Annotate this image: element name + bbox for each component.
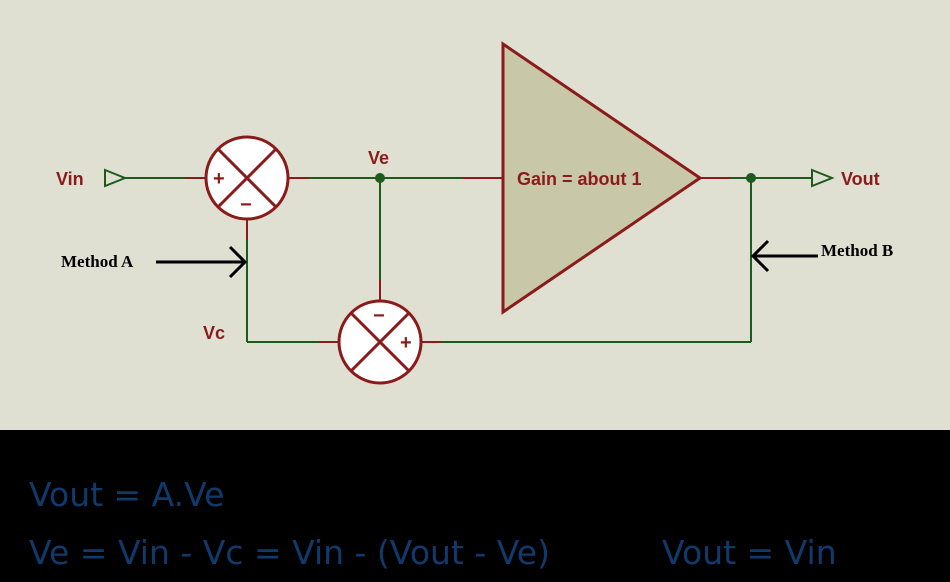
equation-ve: Ve = Vin - Vc = Vin - (Vout - Ve) bbox=[29, 533, 550, 572]
vout-port-icon bbox=[811, 168, 835, 188]
gain-label: Gain = about 1 bbox=[517, 169, 642, 189]
vc-label: Vc bbox=[203, 323, 225, 343]
vin-label: Vin bbox=[56, 169, 84, 189]
summer-bottom: − + bbox=[337, 299, 423, 385]
summer-bottom-plus-sign: + bbox=[400, 332, 412, 354]
method-arrows bbox=[156, 239, 818, 279]
summer-top-plus-sign: + bbox=[213, 168, 225, 190]
method-b-label: Method B bbox=[821, 241, 893, 260]
vout-label: Vout bbox=[841, 169, 880, 189]
method-a-label: Method A bbox=[61, 252, 134, 271]
equation-result: Vout = Vin bbox=[662, 533, 837, 572]
vin-port-icon bbox=[104, 168, 128, 188]
junction-ve bbox=[375, 173, 385, 183]
summer-bottom-minus-sign: − bbox=[373, 305, 385, 327]
pin-stubs bbox=[185, 177, 730, 343]
junction-vout bbox=[746, 173, 756, 183]
ve-label: Ve bbox=[368, 148, 389, 168]
equation-vout-gain: Vout = A.Ve bbox=[29, 475, 225, 514]
summer-top-minus-sign: − bbox=[240, 194, 252, 216]
summer-top: + − bbox=[204, 135, 290, 221]
schematic-diagram: + − − + Vin Vout Ve Vc Gain = about 1 Me… bbox=[56, 41, 893, 385]
equations-panel: Vout = A.Ve Ve = Vin - Vc = Vin - (Vout … bbox=[0, 430, 950, 582]
schematic-canvas: + − − + Vin Vout Ve Vc Gain = about 1 Me… bbox=[0, 0, 950, 430]
amplifier-triangle bbox=[501, 41, 703, 315]
